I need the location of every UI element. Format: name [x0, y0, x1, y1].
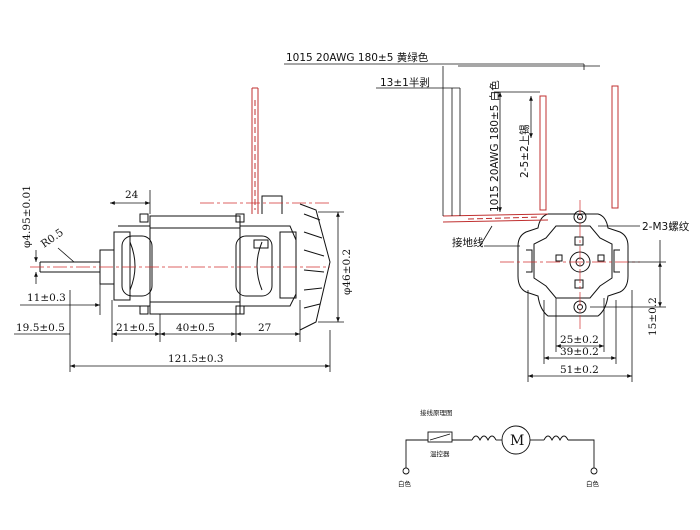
end-view-centerlines: [500, 200, 640, 330]
motor-symbol: M: [510, 433, 524, 449]
m3-thread-label: 2-M3螺纹: [642, 220, 690, 233]
strip-length: 13±1半剥: [380, 76, 430, 89]
side-view: [39, 195, 331, 331]
dim-15: 15±0.2: [647, 297, 659, 336]
dim-51: 51±0.2: [560, 364, 599, 376]
thermostat-label: 温控器: [430, 449, 450, 458]
dim-shaft-diameter: φ4.95±0.01: [21, 185, 33, 248]
dim-27: 27: [258, 322, 271, 334]
right-terminal-label: 白色: [586, 479, 600, 488]
dim-121-5: 121.5±0.3: [168, 353, 224, 365]
dim-19-5: 19.5±0.5: [16, 322, 65, 334]
side-view-dimensions: [14, 190, 344, 372]
dim-24: 24: [125, 189, 139, 201]
tinning-length: 2-5±2上锡: [518, 124, 531, 178]
dim-radius: R0.5: [39, 227, 66, 251]
dim-11: 11±0.3: [27, 292, 66, 304]
end-view: [517, 210, 629, 317]
dim-25: 25±0.2: [560, 334, 599, 346]
lead-spec-white: 1015 20AWG 180±5 白色: [488, 80, 501, 212]
schematic-title: 接线原理图: [420, 408, 453, 417]
end-view-leads: [442, 85, 619, 223]
dim-stator-diameter: φ46±0.2: [341, 249, 353, 295]
ground-wire-label: 接地线: [452, 236, 484, 249]
side-view-leads: [251, 87, 259, 214]
left-terminal-label: 白色: [398, 479, 412, 488]
dim-39: 39±0.2: [560, 346, 599, 358]
dim-40: 40±0.5: [176, 322, 215, 334]
dim-21: 21±0.5: [116, 322, 155, 334]
wiring-schematic: [402, 425, 598, 475]
end-view-dimensions: [284, 63, 666, 382]
lead-spec-yellow-green: 1015 20AWG 180±5 黄绿色: [286, 51, 429, 64]
